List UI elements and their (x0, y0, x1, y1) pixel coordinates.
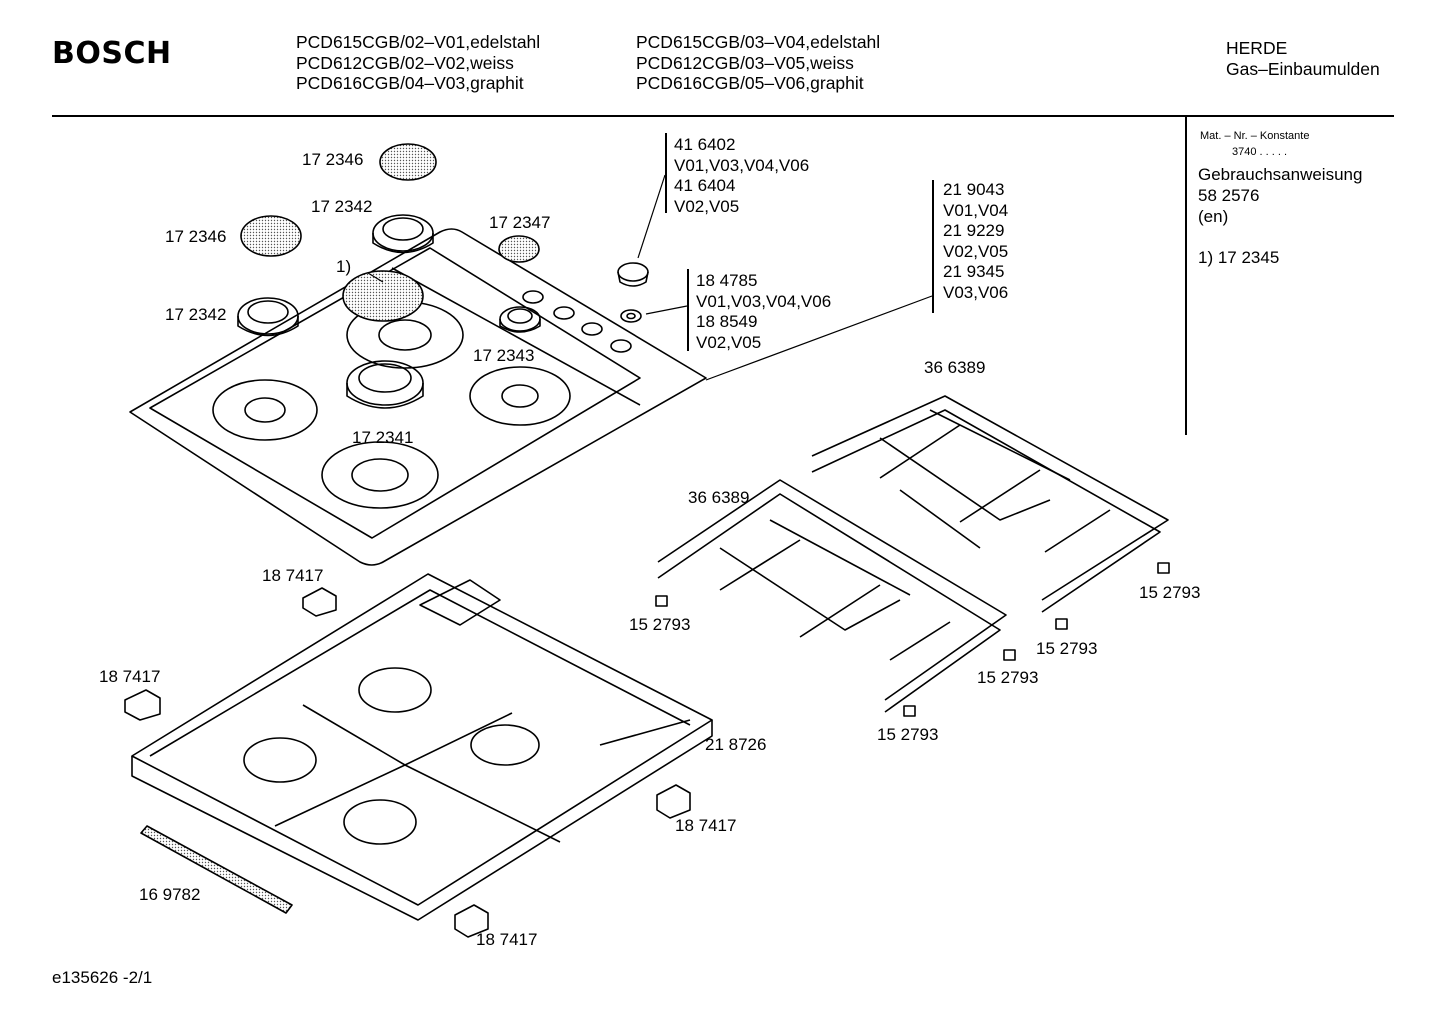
burner-cap-icon (498, 235, 540, 263)
burner-icon (499, 306, 541, 333)
callout-line: 18 8549 (696, 312, 758, 331)
pan-support-grid (657, 479, 1007, 713)
label-footnote-ref: 1) (336, 257, 352, 276)
spark-callout: 18 4785 V01,V03,V04,V06 18 8549 V02,V05 (696, 271, 831, 353)
mounting-bracket-icon (656, 784, 691, 819)
model-line: PCD615CGB/03–V04,edelstahl (636, 32, 881, 52)
label-foot-a: 15 2793 (629, 615, 691, 634)
spark-bracket (687, 269, 689, 351)
label-bracket-c: 18 7417 (675, 816, 737, 835)
burner-icon (237, 297, 299, 337)
callout-line: V02,V05 (943, 241, 1009, 261)
knob-bracket (665, 133, 667, 213)
label-foot-e: 15 2793 (977, 668, 1039, 687)
burner-housing (131, 573, 713, 921)
model-list-1: PCD615CGB/02–V01,edelstahl PCD612CGB/02–… (296, 32, 540, 94)
control-knob-icon (617, 262, 649, 287)
callout-line: 21 9229 (943, 221, 1005, 240)
mounting-bracket-icon (454, 904, 489, 938)
callout-line: 21 9043 (943, 180, 1005, 199)
label-cap-left: 17 2346 (165, 227, 227, 246)
category-line: HERDE (1226, 38, 1288, 58)
model-line: PCD612CGB/02–V02,weiss (296, 52, 514, 73)
callout-line: 18 4785 (696, 271, 758, 290)
label-housing: 21 8726 (705, 735, 767, 754)
header-divider (52, 115, 1394, 117)
mat-nr-value: 3740 . . . . . (1232, 146, 1288, 158)
label-grid-mid: 36 6389 (688, 488, 750, 507)
callout-line: V01,V04 (943, 200, 1009, 220)
spark-plug-icon (620, 309, 642, 323)
mat-nr-label: Mat. – Nr. – Konstante (1200, 130, 1310, 142)
callout-line: V02,V05 (696, 332, 762, 352)
callout-line: V02,V05 (674, 196, 740, 216)
label-grid-top: 36 6389 (924, 358, 986, 377)
rubber-foot-icon (1055, 618, 1068, 630)
label-burner-left: 17 2342 (165, 305, 227, 324)
pan-support-grid (811, 395, 1169, 613)
leader-lines (367, 174, 933, 381)
rubber-foot-icon (1003, 649, 1016, 661)
drawing-id: e135626 -2/1 (52, 968, 153, 987)
label-cap-top: 17 2346 (302, 150, 364, 169)
model-line: PCD616CGB/04–V03,graphit (296, 73, 524, 93)
callout-line: V03,V06 (943, 282, 1009, 302)
burner-cap-icon (240, 215, 302, 257)
label-seal: 16 9782 (139, 885, 201, 904)
burner-icon (346, 360, 424, 409)
manual-number: 58 2576 (1198, 186, 1260, 205)
label-burner-small: 17 2343 (473, 346, 535, 365)
mounting-bracket-icon (302, 587, 337, 617)
callout-line: 41 6404 (674, 176, 736, 195)
callout-line: 41 6402 (674, 135, 736, 154)
hob-bracket (932, 180, 934, 313)
model-line: PCD615CGB/02–V01,edelstahl (296, 32, 541, 52)
sidebar-divider (1185, 117, 1187, 435)
manual-language: (en) (1198, 207, 1229, 226)
seal-strip (140, 825, 293, 914)
manual-label: Gebrauchsanweisung (1198, 165, 1363, 184)
label-cap-small: 17 2347 (489, 213, 551, 232)
label-foot-d: 15 2793 (1036, 639, 1098, 658)
callout-line: V01,V03,V04,V06 (696, 291, 832, 311)
footnote: 1) 17 2345 (1198, 248, 1280, 267)
rubber-foot-icon (1157, 562, 1170, 574)
label-burner-top: 17 2342 (311, 197, 373, 216)
label-bracket-b: 18 7417 (99, 667, 161, 686)
brand-logo: BOSCH (52, 36, 172, 71)
model-line: PCD616CGB/05–V06,graphit (636, 73, 864, 93)
label-foot-c: 15 2793 (1139, 583, 1201, 602)
callout-line: 21 9345 (943, 262, 1005, 281)
burner-icon (372, 214, 434, 254)
label-burner-large: 17 2341 (352, 428, 414, 447)
callout-line: V01,V03,V04,V06 (674, 155, 810, 175)
hob-callout: 21 9043 V01,V04 21 9229 V02,V05 21 9345 … (943, 180, 1008, 303)
burner-cap-icon (342, 270, 424, 322)
mounting-bracket-icon (124, 689, 161, 721)
model-list-2: PCD615CGB/03–V04,edelstahl PCD612CGB/03–… (636, 32, 880, 94)
label-foot-b: 15 2793 (877, 725, 939, 744)
label-bracket-d: 18 7417 (476, 930, 538, 949)
rubber-foot-icon (903, 705, 916, 717)
category-line: Gas–Einbaumulden (1226, 58, 1380, 79)
knob-callout: 41 6402 V01,V03,V04,V06 41 6404 V02,V05 (674, 135, 809, 217)
category-title: HERDE Gas–Einbaumulden (1226, 38, 1380, 79)
burner-cap-icon (379, 143, 437, 181)
label-bracket-a: 18 7417 (262, 566, 324, 585)
rubber-foot-icon (655, 595, 668, 607)
model-line: PCD612CGB/03–V05,weiss (636, 52, 854, 73)
hob-top-plate (129, 228, 707, 566)
